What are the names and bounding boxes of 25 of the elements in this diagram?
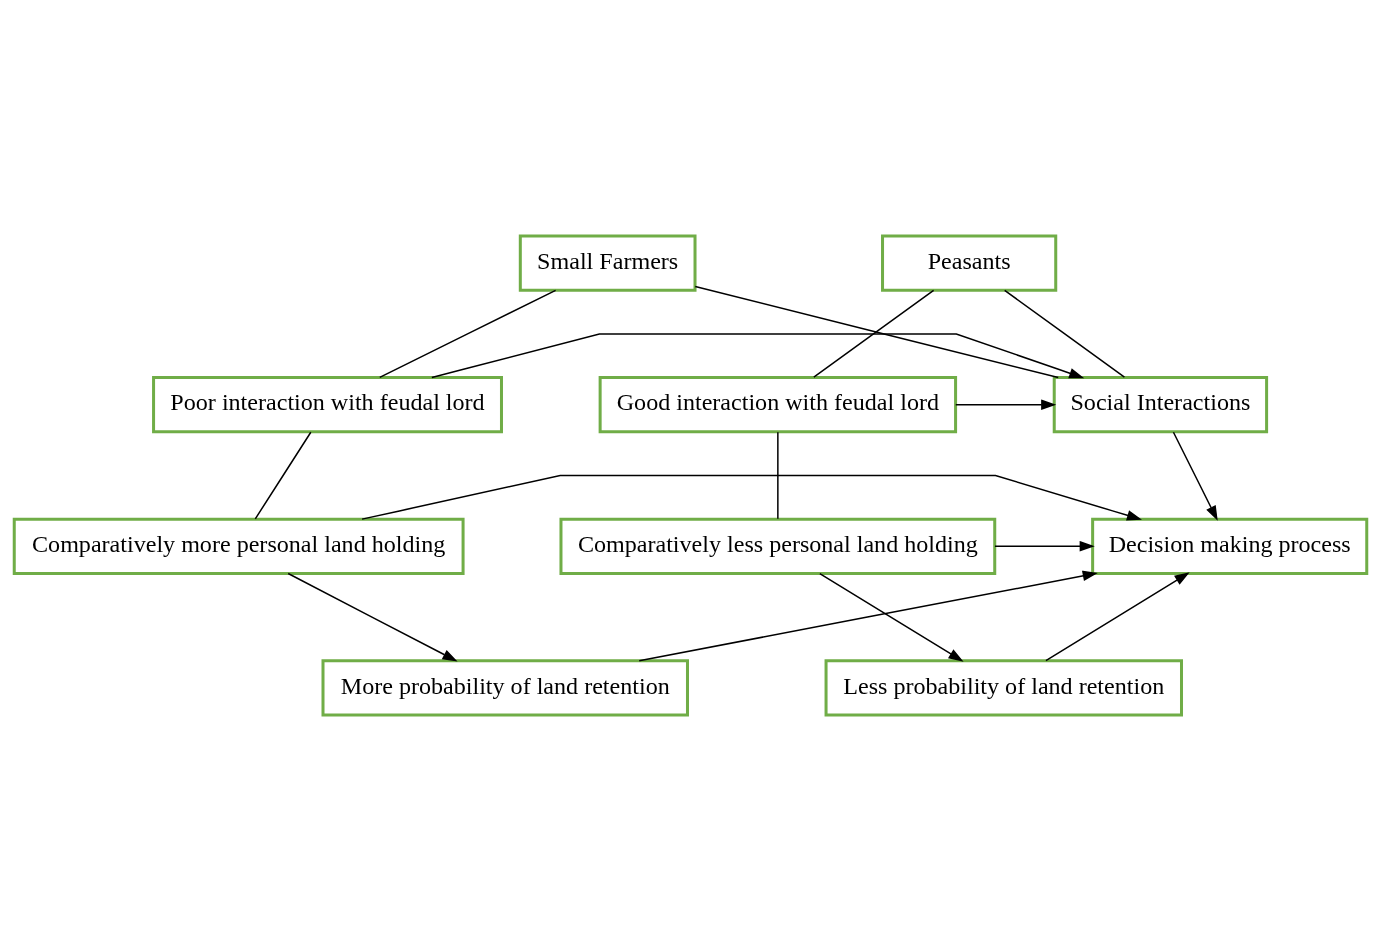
node-box: Comparatively more personal land holding [12, 517, 465, 575]
arrow [361, 474, 1142, 521]
node-box: Poor interaction with feudal lord [152, 376, 503, 434]
connector [694, 285, 1059, 379]
arrow [994, 541, 1095, 552]
arrow [1045, 572, 1190, 662]
node-box: Decision making process [1091, 517, 1369, 575]
arrow [819, 572, 964, 662]
node-box: Comparatively less personal land holding [559, 517, 997, 575]
arrow [431, 333, 1085, 379]
connector [254, 431, 312, 520]
connector [1003, 289, 1126, 378]
node-box: Good interaction with feudal lord [598, 376, 958, 434]
connector [777, 431, 779, 520]
connector [813, 289, 935, 378]
arrow [955, 399, 1057, 410]
arrow [1172, 431, 1218, 521]
node-box: Social Interactions [1052, 376, 1269, 434]
arrow [287, 572, 458, 662]
node-box: Peasants [881, 234, 1058, 292]
node-box: Small Farmers [518, 234, 697, 292]
node-box: More probability of land retention [321, 659, 689, 717]
node-box: Less probability of land retention [824, 659, 1183, 717]
arrow [638, 570, 1098, 662]
connector [379, 289, 557, 379]
